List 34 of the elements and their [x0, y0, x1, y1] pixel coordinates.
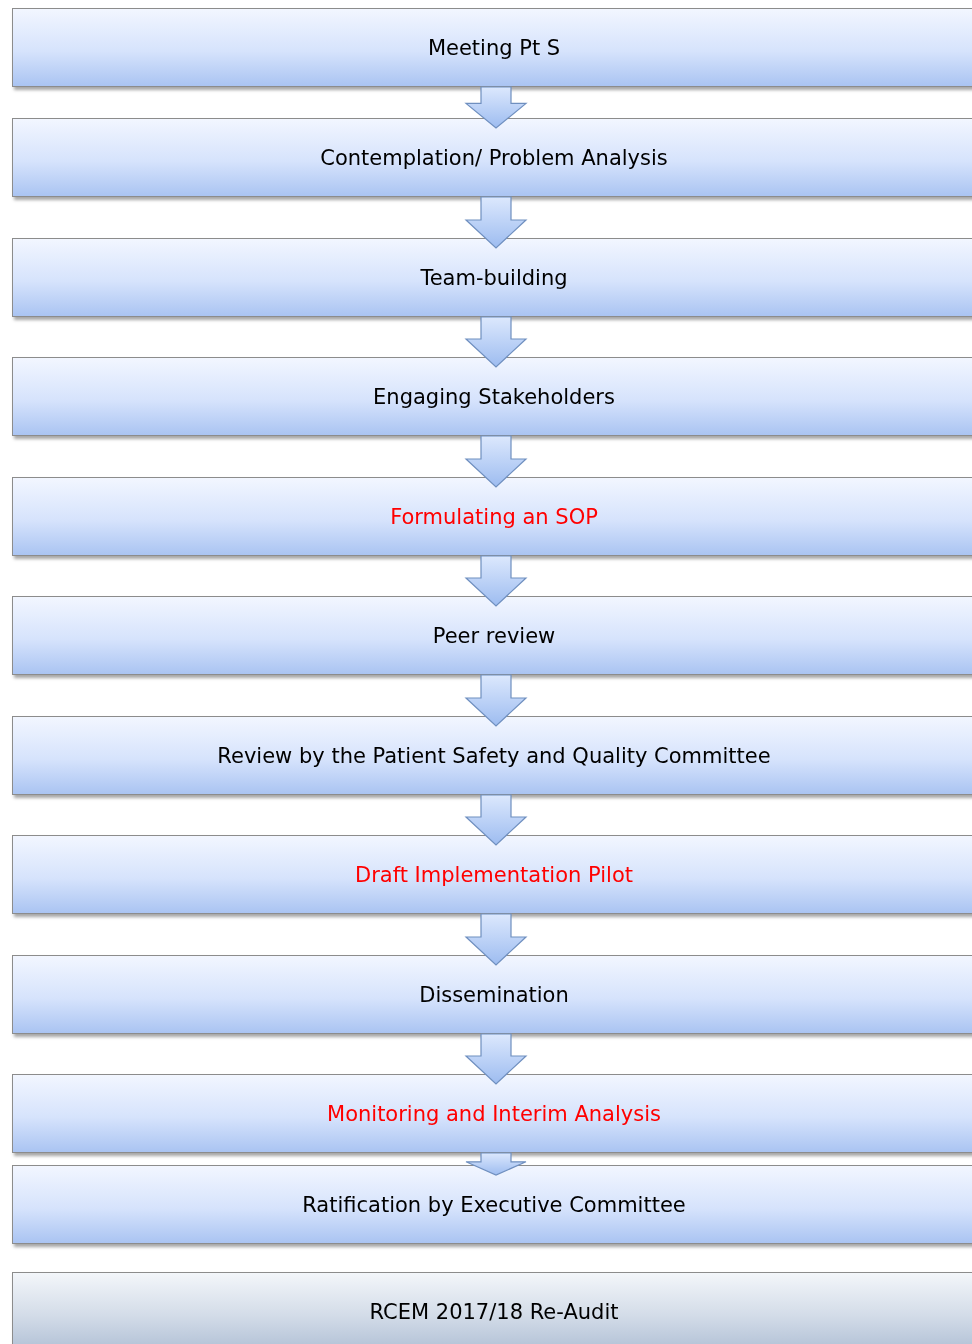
process-box: [12, 1165, 972, 1244]
step-label: Monitoring and Interim Analysis: [327, 1101, 661, 1126]
step-label: Dissemination: [419, 982, 569, 1007]
process-box: [12, 238, 972, 317]
block-arrow: [464, 316, 528, 368]
step-label: Ratification by Executive Committee: [302, 1192, 686, 1217]
step-label: Meeting Pt S: [427, 35, 561, 60]
process-box: [12, 477, 972, 556]
step-label: Peer review: [432, 623, 556, 648]
step-label: Review by the Patient Safety and Quality Committee: [217, 743, 771, 768]
process-box: [12, 835, 972, 914]
block-arrow: [464, 86, 528, 129]
process-box: [12, 1272, 972, 1344]
block-arrow: [464, 435, 528, 488]
block-arrow: [464, 1033, 528, 1085]
step-label: RCEM 2017/18 Re-Audit: [369, 1299, 619, 1324]
process-box: [12, 8, 972, 87]
process-box: [12, 357, 972, 436]
process-box: [12, 1074, 972, 1153]
process-box: [12, 596, 972, 675]
step-label: Draft Implementation Pilot: [355, 862, 633, 887]
step-label: Engaging Stakeholders: [373, 384, 615, 409]
step-label: Team-building: [420, 265, 568, 290]
process-box: [12, 118, 972, 197]
process-box: [12, 955, 972, 1034]
step-label: Formulating an SOP: [390, 504, 598, 529]
block-arrow: [464, 674, 528, 727]
block-arrow: [464, 913, 528, 966]
step-label: Contemplation/ Problem Analysis: [320, 145, 668, 170]
block-arrow: [464, 196, 528, 249]
block-arrow: [464, 555, 528, 607]
block-arrow: [465, 1152, 527, 1176]
process-box: [12, 716, 972, 795]
block-arrow: [464, 794, 528, 846]
